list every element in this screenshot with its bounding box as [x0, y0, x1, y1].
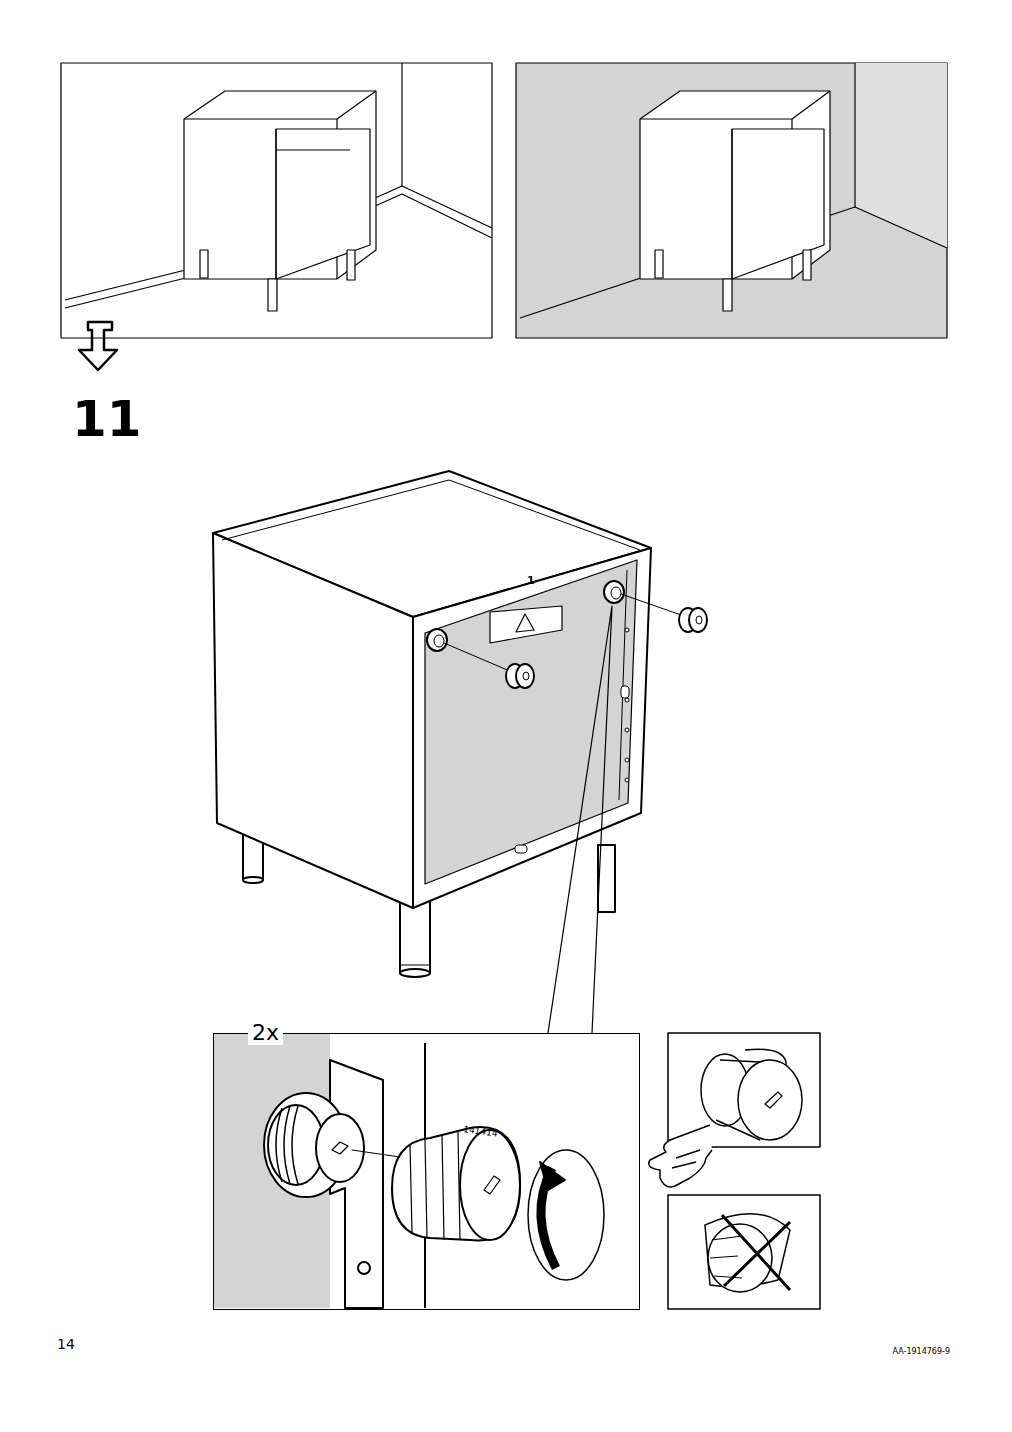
- step-arrow: [79, 322, 117, 370]
- page-number: 14: [57, 1337, 75, 1352]
- quantity-label: 2x: [248, 1021, 283, 1045]
- part-label: 1: [527, 575, 535, 587]
- pointing-hand: [649, 1125, 712, 1187]
- wrong-placement-panel: [61, 63, 492, 338]
- detail-box: 2x: [213, 1033, 640, 1310]
- document-code: AA-1914769-9: [893, 1348, 950, 1357]
- cabinet-back-view: [213, 471, 707, 977]
- correct-placement-panel: [516, 63, 947, 338]
- detail-illustration: [214, 1034, 604, 1308]
- step-number: 11: [72, 392, 142, 447]
- detail-leader: [548, 606, 612, 1033]
